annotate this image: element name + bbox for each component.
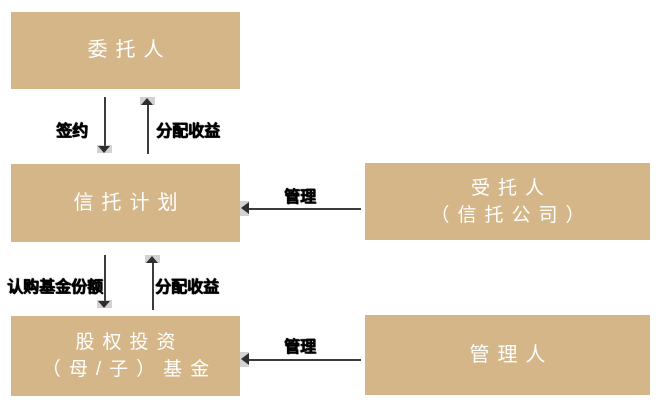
box-trust-plan: 信托计划 [11,164,240,242]
box-manager: 管理人 [365,315,650,395]
box-trust-plan-label: 信托计划 [73,191,186,214]
box-fund-label-line1: 股权投资 [75,332,184,353]
arrow-distribute-top-line [147,105,149,154]
edge-label-subscribe-shares: 认购基金份额 [6,279,104,296]
arrow-subscribe-shares-line [104,255,106,302]
edge-label-manage-fund: 管理 [283,339,317,356]
arrowhead-up-icon [146,256,158,263]
arrowhead-up-icon [141,98,153,105]
arrow-manage-trust-line [248,208,361,210]
box-trustee: 受托人 （信托公司） [365,163,650,240]
arrowhead-down-icon [98,146,110,153]
box-trustee-label-line1: 受托人 [470,177,552,199]
arrowhead-down-icon [98,301,110,308]
box-manager-label: 管理人 [469,343,554,366]
arrow-manage-fund-line [248,359,361,361]
arrow-sign-line [104,97,106,147]
edge-label-distribute-bottom: 分配收益 [154,279,220,296]
box-principal-label: 委托人 [87,39,172,61]
box-trustee-label-line2: （信托公司） [430,204,593,226]
box-principal: 委托人 [11,12,240,89]
arrowhead-left-icon [241,202,249,214]
edge-label-distribute-top: 分配收益 [155,123,221,140]
box-fund-label-line2: （母/子）基金 [41,359,218,380]
arrow-distribute-bottom-line [152,263,154,310]
edge-label-manage-trust: 管理 [283,189,317,206]
edge-label-sign: 签约 [55,123,89,140]
arrowhead-left-icon [241,353,249,365]
box-fund: 股权投资 （母/子）基金 [11,316,240,396]
